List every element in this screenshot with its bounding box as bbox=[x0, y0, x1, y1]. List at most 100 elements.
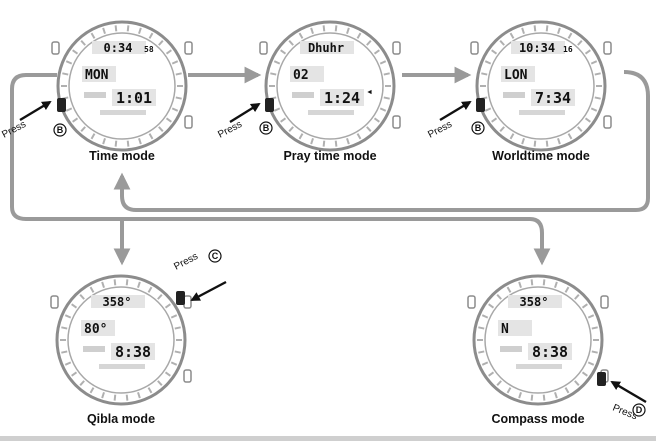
side-button-upper bbox=[183, 295, 192, 309]
side-button-left-upper bbox=[259, 41, 268, 55]
lcd-main-display: 1:24 bbox=[324, 89, 360, 107]
lcd-left-row-bg bbox=[82, 66, 116, 82]
side-button-left-upper bbox=[51, 41, 60, 55]
lcd-left-row-bg bbox=[290, 66, 324, 82]
button-letter-circle bbox=[53, 123, 67, 137]
side-button-lower bbox=[183, 369, 192, 383]
lcd-main-display: 8:38 bbox=[532, 343, 568, 361]
lcd-main-display: 7:34 bbox=[535, 89, 571, 107]
lcd-main-row-bg bbox=[111, 343, 155, 360]
lcd-top-row-bg bbox=[511, 41, 565, 54]
side-button-upper bbox=[603, 41, 612, 55]
button-letter: D bbox=[636, 405, 643, 415]
lcd-indicator-strip bbox=[99, 364, 145, 369]
lcd-indicator-strip bbox=[100, 110, 146, 115]
watch-face bbox=[67, 286, 175, 394]
worldtime-mode-label: Worldtime mode bbox=[492, 149, 590, 163]
press-arrow bbox=[439, 100, 472, 122]
press-label: Press bbox=[0, 119, 28, 141]
lcd-left-row-bg bbox=[81, 320, 115, 336]
press-button-c bbox=[176, 291, 185, 305]
watch-face bbox=[68, 32, 176, 140]
lcd-indicator-block bbox=[84, 92, 106, 98]
press-arrow bbox=[19, 100, 52, 122]
bottom-divider bbox=[0, 436, 656, 441]
press-label: Press bbox=[216, 119, 244, 141]
lcd-top-seconds: 58 bbox=[144, 45, 154, 54]
bezel-ticks bbox=[477, 279, 599, 401]
press-button-b bbox=[476, 98, 485, 112]
qibla-mode-label: Qibla mode bbox=[87, 412, 155, 426]
lcd-main-row-bg bbox=[528, 343, 572, 360]
press-arrow bbox=[610, 380, 647, 404]
press-arrow bbox=[229, 102, 261, 124]
lcd-top-display: 10:34 bbox=[519, 41, 555, 55]
press-button-b bbox=[265, 98, 274, 112]
lcd-left-row-bg bbox=[498, 320, 532, 336]
pray-time-mode-label: Pray time mode bbox=[283, 149, 376, 163]
lcd-main-row-bg bbox=[320, 89, 364, 106]
lcd-main-row-bg bbox=[531, 89, 575, 106]
side-button-left-upper bbox=[50, 295, 59, 309]
lcd-left-display: N bbox=[501, 322, 509, 337]
lcd-indicator-block bbox=[503, 92, 525, 98]
side-button-upper bbox=[184, 41, 193, 55]
lcd-left-display: 02 bbox=[293, 68, 309, 83]
side-button-left-upper bbox=[470, 41, 479, 55]
arrow-worldtime-return-loop bbox=[113, 70, 650, 212]
lcd-top-display: 358° bbox=[103, 295, 132, 309]
time-mode-label: Time mode bbox=[89, 149, 155, 163]
bezel-ticks bbox=[480, 25, 602, 147]
lcd-top-row-bg bbox=[92, 41, 146, 54]
bezel-ticks bbox=[60, 279, 182, 401]
press-button-d bbox=[597, 372, 606, 386]
lcd-left-display: MON bbox=[85, 68, 109, 83]
lcd-top-display: Dhuhr bbox=[308, 41, 344, 55]
lcd-left-display: 80° bbox=[84, 322, 107, 337]
bezel-ticks bbox=[61, 25, 183, 147]
side-button-upper bbox=[392, 41, 401, 55]
lcd-left-row-bg bbox=[501, 66, 535, 82]
side-button-lower bbox=[184, 115, 193, 129]
lcd-indicator-strip bbox=[519, 110, 565, 115]
button-letter-circle bbox=[632, 403, 646, 417]
compass-mode-label: Compass mode bbox=[491, 412, 584, 426]
lcd-indicator-block bbox=[500, 346, 522, 352]
lcd-main-row-bg bbox=[112, 89, 156, 106]
lcd-top-row-bg bbox=[91, 295, 145, 308]
button-letter: B bbox=[475, 123, 482, 133]
lcd-indicator-block bbox=[83, 346, 105, 352]
side-button-lower bbox=[603, 115, 612, 129]
mode-labels: Time mode Pray time mode Worldtime mode … bbox=[87, 149, 590, 426]
button-letter: B bbox=[263, 123, 270, 133]
press-button-b bbox=[57, 98, 66, 112]
lcd-top-display: 358° bbox=[520, 295, 549, 309]
lcd-indicator: ◄ bbox=[366, 89, 373, 96]
press-label: Press bbox=[172, 251, 200, 273]
lcd-top-row-bg bbox=[300, 41, 354, 54]
button-letter-circle bbox=[208, 249, 222, 263]
arrow-time-left-loop bbox=[10, 73, 551, 266]
button-letter: C bbox=[212, 251, 219, 261]
lcd-indicator-strip bbox=[308, 110, 354, 115]
watch-qibla: 358° 80° 8:38 Press C bbox=[50, 249, 227, 406]
flow-arrows bbox=[10, 66, 650, 266]
press-label: Press bbox=[426, 119, 454, 141]
lcd-top-display: 0:34 bbox=[104, 41, 133, 55]
press-arrow bbox=[190, 280, 227, 302]
side-button-upper bbox=[600, 295, 609, 309]
lcd-top-seconds: 16 bbox=[563, 45, 573, 54]
lcd-main-display: 8:38 bbox=[115, 343, 151, 361]
lcd-top-row-bg bbox=[508, 295, 562, 308]
watch-face bbox=[484, 286, 592, 394]
button-letter-circle bbox=[259, 121, 273, 135]
lcd-left-display: LON bbox=[504, 68, 528, 83]
lcd-indicator-block bbox=[292, 92, 314, 98]
watch-face bbox=[487, 32, 595, 140]
watch-pray: Dhuhr 02 1:24 ◄ Press B bbox=[216, 20, 401, 152]
bezel-ticks bbox=[269, 25, 391, 147]
